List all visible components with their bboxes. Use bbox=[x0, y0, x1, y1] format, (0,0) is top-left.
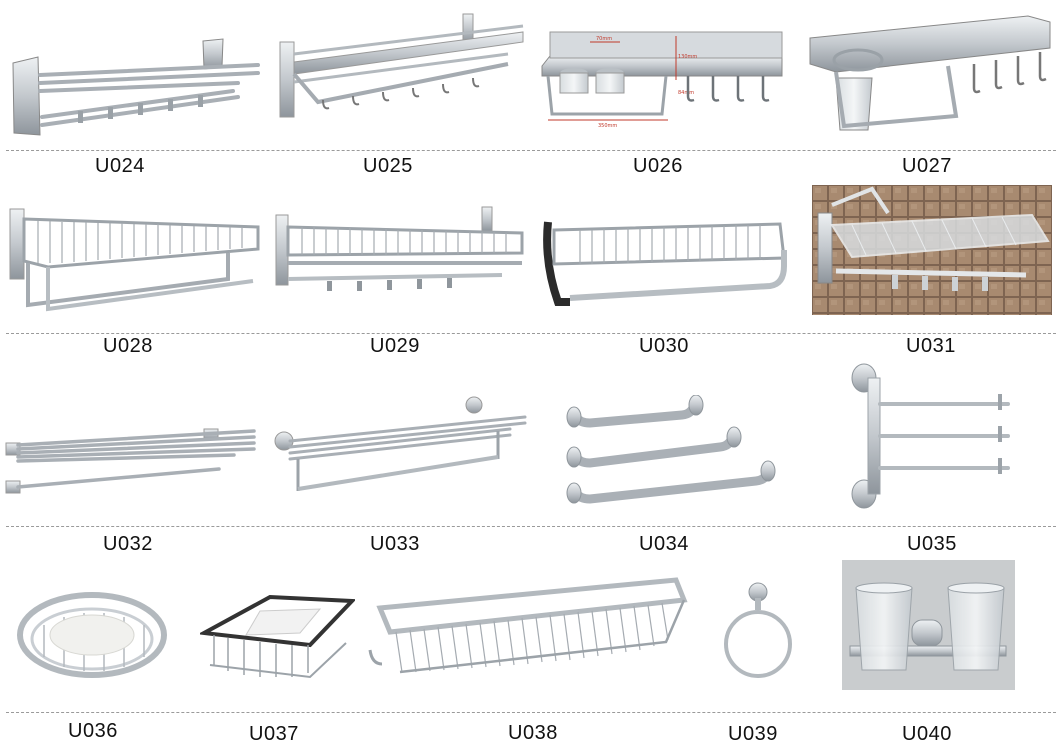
towel-shelf-image bbox=[5, 428, 256, 494]
basket-rack-image bbox=[275, 206, 524, 291]
product-u040[interactable] bbox=[842, 560, 1015, 690]
product-code-label: U031 bbox=[906, 335, 956, 357]
product-u024[interactable] bbox=[8, 35, 263, 145]
towel-ring-image bbox=[724, 582, 792, 678]
row-divider-4 bbox=[6, 712, 1056, 713]
tumbler-holder-photo bbox=[842, 560, 1015, 690]
product-u032[interactable] bbox=[4, 425, 259, 500]
row-divider-2 bbox=[6, 333, 1056, 334]
wire-basket-image bbox=[368, 577, 688, 674]
kitchen-shelf-image: 70mm 130mm 84mm 350mm bbox=[541, 31, 783, 128]
product-code-label: U027 bbox=[902, 155, 952, 177]
product-code-label: U033 bbox=[370, 533, 420, 555]
product-code-label: U038 bbox=[508, 722, 558, 744]
product-code-label: U037 bbox=[249, 723, 299, 745]
swing-towel-bar-image bbox=[851, 363, 1010, 509]
product-code-label: U036 bbox=[68, 720, 118, 742]
product-u039[interactable] bbox=[722, 580, 792, 690]
product-u038[interactable] bbox=[366, 572, 691, 687]
dimension-label: 70mm bbox=[596, 36, 612, 42]
dimension-label: 84mm bbox=[678, 90, 694, 96]
product-code-label: U034 bbox=[639, 533, 689, 555]
basket-rack-image bbox=[543, 221, 787, 306]
soap-dish-image bbox=[17, 592, 167, 678]
product-u036[interactable] bbox=[14, 575, 174, 685]
product-u031[interactable] bbox=[812, 185, 1052, 315]
product-u029[interactable] bbox=[272, 205, 527, 305]
row-divider-3 bbox=[6, 526, 1056, 527]
product-u026[interactable]: 70mm 130mm 84mm 350mm bbox=[538, 28, 788, 128]
product-code-label: U040 bbox=[902, 723, 952, 745]
product-u025[interactable] bbox=[278, 12, 528, 122]
rack-on-tile-photo bbox=[812, 185, 1052, 315]
product-u027[interactable] bbox=[806, 8, 1056, 140]
product-code-label: U030 bbox=[639, 335, 689, 357]
product-u035[interactable] bbox=[848, 360, 1013, 510]
product-code-label: U026 bbox=[633, 155, 683, 177]
product-code-label: U025 bbox=[363, 155, 413, 177]
product-code-label: U032 bbox=[103, 533, 153, 555]
towel-rack-image bbox=[279, 13, 524, 118]
basket-rack-image bbox=[9, 208, 260, 312]
product-u028[interactable] bbox=[8, 205, 263, 315]
product-u030[interactable] bbox=[540, 210, 790, 310]
dimension-label: 350mm bbox=[598, 123, 617, 128]
product-u034[interactable] bbox=[562, 395, 777, 510]
kitchen-shelf-image bbox=[809, 15, 1051, 131]
product-code-label: U029 bbox=[370, 335, 420, 357]
towel-rack-image bbox=[12, 38, 260, 136]
grab-bars-image bbox=[566, 395, 776, 504]
towel-shelf-image bbox=[274, 396, 527, 491]
product-u037[interactable] bbox=[200, 583, 355, 683]
row-divider-1 bbox=[6, 150, 1056, 151]
product-u033[interactable] bbox=[270, 395, 530, 495]
product-code-label: U035 bbox=[907, 533, 957, 555]
product-code-label: U028 bbox=[103, 335, 153, 357]
product-code-label: U024 bbox=[95, 155, 145, 177]
dimension-label: 130mm bbox=[678, 54, 697, 60]
product-code-label: U039 bbox=[728, 723, 778, 745]
soap-basket-image bbox=[200, 594, 355, 679]
